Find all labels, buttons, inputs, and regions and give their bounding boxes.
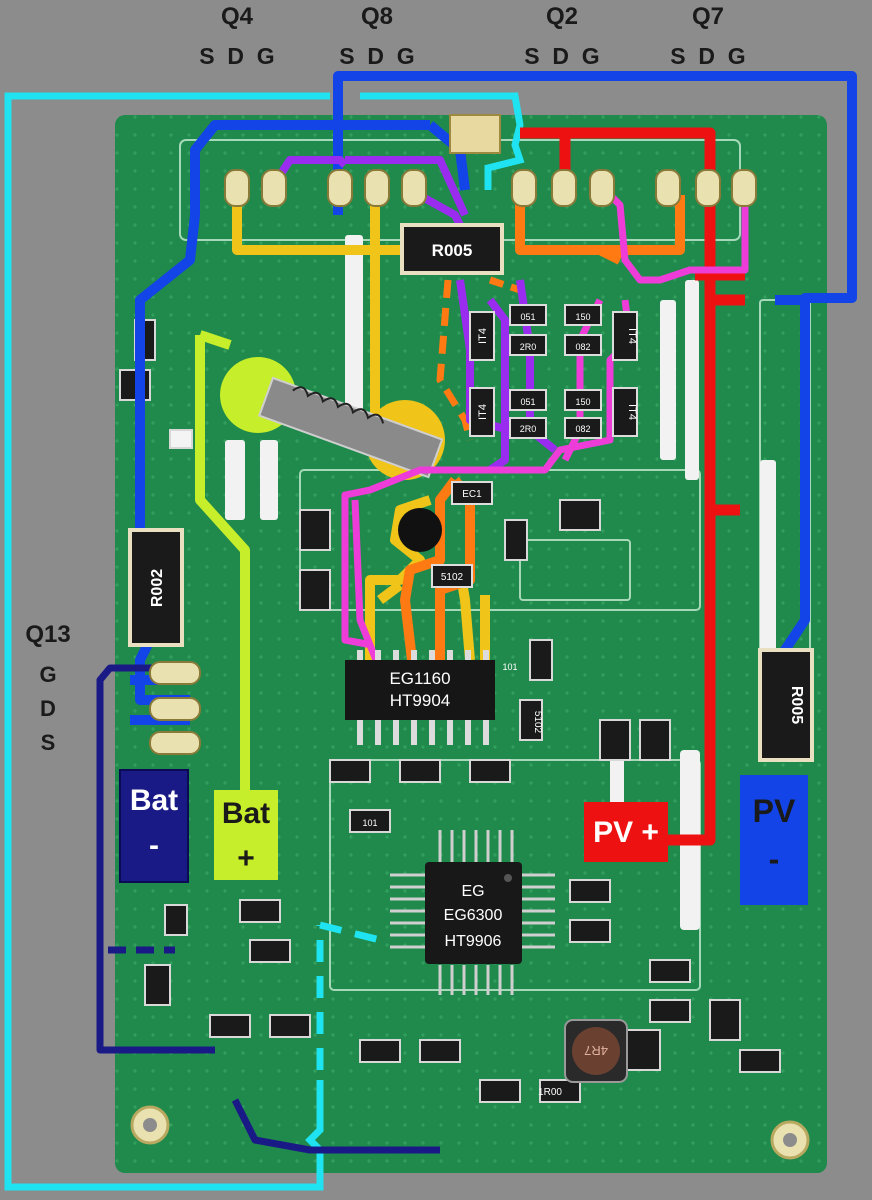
mcu-ic: [390, 830, 555, 995]
inductor: [564, 1019, 628, 1083]
bat-minus-label-2: -: [149, 829, 159, 862]
chip-it4-label-3: IT4: [626, 328, 638, 344]
chip-it4-label-1: IT4: [477, 328, 489, 344]
coil-symbol: [257, 376, 444, 479]
shunt-left-label: R002: [149, 569, 166, 607]
misc-mark-4r7: 4R7: [584, 1043, 608, 1058]
q13-pin-s: S: [41, 730, 56, 755]
transistor-center: [398, 508, 442, 552]
q13-label: Q13: [25, 621, 70, 648]
resistor-array: [509, 304, 602, 439]
shunt-top: [400, 223, 504, 275]
resistor-mark-3: 150: [575, 312, 590, 322]
terminal-pv-minus: [740, 775, 808, 905]
q8-label: Q8: [361, 3, 393, 30]
shunt-right: [758, 648, 814, 762]
pv-minus-label-1: PV: [753, 793, 796, 829]
capacitor-top: [449, 114, 501, 154]
pv-minus-label-2: -: [769, 841, 780, 877]
mosfet-pads: [224, 169, 757, 207]
chip-it4-label-4: IT4: [626, 404, 638, 420]
bat-plus-label-2: +: [237, 842, 255, 875]
trace-lime: [195, 330, 250, 790]
terminal-bat-minus: [119, 769, 189, 883]
q7-pins: S D G: [670, 43, 745, 69]
q13-pads: [149, 661, 201, 755]
misc-mark-101a: 101: [362, 818, 377, 828]
q13-pin-g: G: [39, 662, 56, 687]
resistor-mark-7: 082: [575, 424, 590, 434]
mounting-holes: [130, 1105, 810, 1160]
resistor-mark-5: 2R0: [520, 424, 537, 434]
chip-it4-label-2: IT4: [477, 404, 489, 420]
shunt-left: [128, 528, 184, 647]
misc-mark-5102b: 5102: [532, 711, 543, 734]
bat-minus-label-1: Bat: [130, 784, 178, 817]
q8-pins: S D G: [339, 43, 414, 69]
resistor-mark-1: 051: [520, 312, 535, 322]
q4-label: Q4: [221, 3, 254, 30]
misc-mark-101b: 101: [502, 662, 517, 672]
q7-label: Q7: [692, 3, 724, 30]
misc-mark-ec1: EC1: [462, 489, 482, 500]
pv-plus-label: PV +: [593, 816, 659, 849]
resistor-mark-2: 2R0: [520, 342, 537, 352]
misc-mark-5102a: 5102: [441, 572, 464, 583]
terminal-bat-plus: [214, 790, 278, 880]
q2-pins: S D G: [524, 43, 599, 69]
resistor-mark-8: 051: [520, 397, 535, 407]
smd-components: [119, 319, 781, 1103]
small-chips: [469, 311, 638, 437]
bat-plus-label-1: Bat: [222, 797, 270, 830]
terminal-pv-plus: [584, 802, 668, 862]
misc-mark-1r00: 1R00: [538, 1087, 562, 1098]
q2-label: Q2: [546, 3, 578, 30]
mcu-label-2: EG6300: [444, 907, 503, 924]
q13-pin-d: D: [40, 696, 56, 721]
q4-pins: S D G: [199, 43, 274, 69]
trace-cyan: [4, 92, 525, 1191]
resistor-mark-6: 150: [575, 397, 590, 407]
mcu-label-1: EG: [461, 883, 484, 900]
trace-navy: [96, 664, 440, 1154]
shunt-right-label: R005: [788, 686, 805, 724]
chip-5102: [431, 564, 473, 588]
ec1-chip: [451, 481, 493, 505]
mcu-label-3: HT9906: [445, 933, 502, 950]
driver-ic-label-2: HT9904: [390, 691, 450, 710]
driver-ic: [345, 650, 495, 745]
shunt-top-label: R005: [432, 241, 473, 260]
resistor-mark-4: 082: [575, 342, 590, 352]
driver-ic-label-1: EG1160: [389, 669, 450, 688]
